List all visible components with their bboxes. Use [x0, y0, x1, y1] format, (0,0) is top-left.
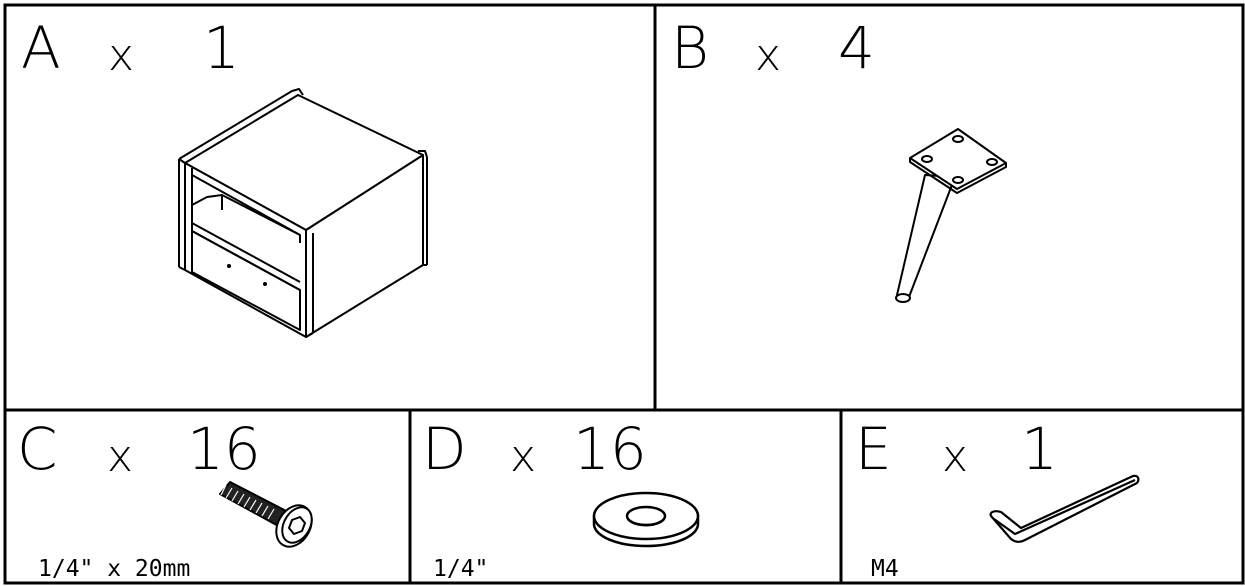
- flat-washer-icon: [592, 491, 700, 548]
- part-c-spec: 1/4" x 20mm: [38, 556, 191, 582]
- cabinet-box-icon: [178, 88, 428, 338]
- part-b-letter: B: [671, 14, 710, 82]
- part-e-letter: E: [855, 415, 893, 483]
- part-d-letter: D: [422, 415, 468, 483]
- hex-bolt-icon: [219, 481, 313, 548]
- part-c-times-sign: x: [107, 431, 134, 482]
- angled-leg-icon: [895, 128, 1007, 303]
- part-d-cell: D x 16 1/4": [410, 410, 841, 583]
- part-a-letter: A: [21, 14, 62, 82]
- part-e-quantity: 1: [1021, 415, 1058, 483]
- part-a-cell: A x 1: [5, 5, 655, 410]
- part-c-letter: C: [17, 415, 59, 483]
- part-e-spec: M4: [871, 556, 899, 582]
- part-b-quantity: 4: [838, 14, 875, 82]
- part-c-cell: C x 16 1/4" x 20mm: [5, 410, 410, 583]
- part-b-cell: B x 4: [655, 5, 1243, 410]
- part-a-times-sign: x: [108, 30, 135, 81]
- part-a-quantity: 1: [203, 14, 240, 82]
- part-e-cell: E x 1 M4: [841, 410, 1243, 583]
- part-e-times-sign: x: [942, 431, 969, 482]
- allen-key-icon: [989, 474, 1140, 543]
- part-c-quantity: 16: [187, 415, 261, 483]
- part-d-times-sign: x: [510, 431, 537, 482]
- part-b-times-sign: x: [755, 30, 782, 81]
- part-d-quantity: 16: [573, 415, 647, 483]
- part-d-spec: 1/4": [433, 556, 489, 582]
